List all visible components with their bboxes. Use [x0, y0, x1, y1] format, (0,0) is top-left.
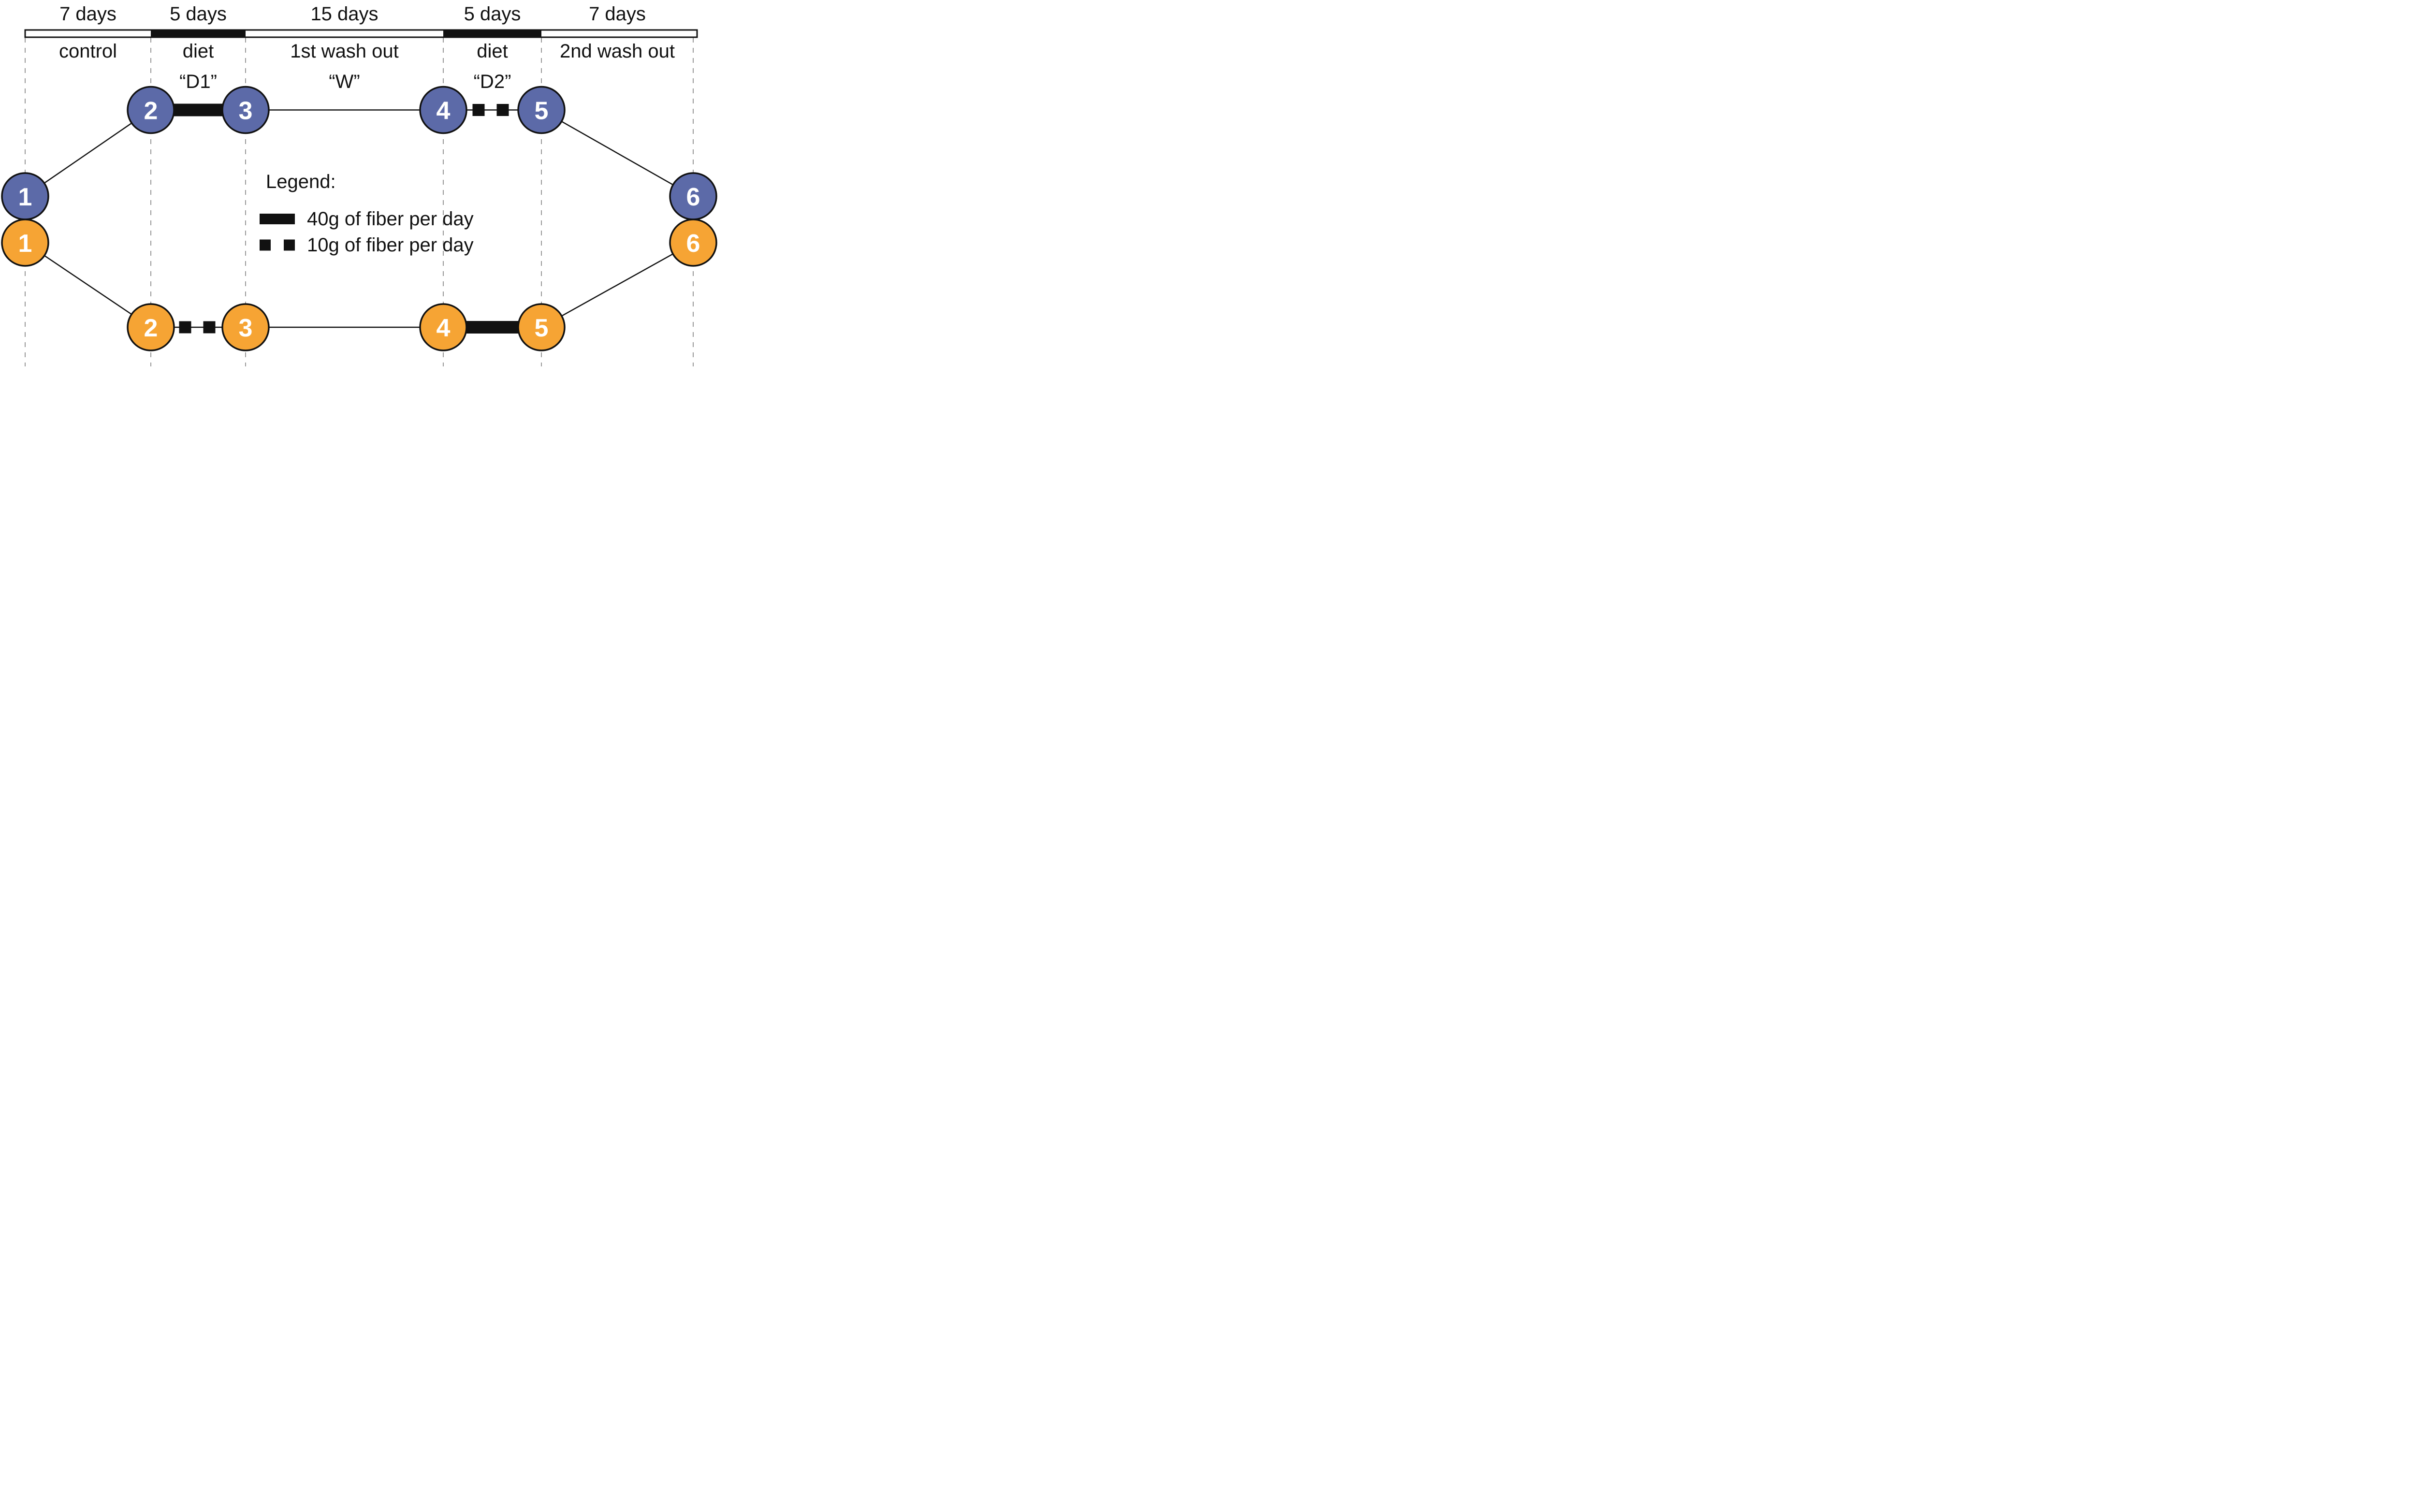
- node-number: 4: [437, 97, 451, 125]
- blue-arm-node-numbers: 1 2 3 4 5 6: [18, 97, 700, 212]
- connector-line: [25, 242, 151, 328]
- legend: Legend: 40g of fiber per day 10g of fibe…: [260, 171, 474, 256]
- dashed-bar-icon: [260, 239, 271, 251]
- node-number: 1: [18, 230, 32, 258]
- fiber-10g-square: [203, 321, 216, 334]
- node-orange-3: [221, 303, 270, 351]
- node-blue-2: [127, 86, 175, 134]
- phase-label: diet: [477, 41, 508, 62]
- connector-line: [541, 109, 694, 197]
- node-number: 6: [686, 230, 700, 258]
- connector-line: [25, 109, 151, 197]
- phase-code-label: “D2”: [474, 71, 511, 92]
- duration-labels: 7 days 5 days 15 days 5 days 7 days: [59, 3, 646, 25]
- orange-arm-nodes: [1, 218, 717, 351]
- fiber-10g-square: [179, 321, 191, 334]
- blue-arm-nodes: [1, 86, 717, 220]
- timeline-bar: [24, 29, 698, 38]
- phase-code-label: “W”: [329, 71, 360, 92]
- duration-label: 15 days: [310, 3, 378, 25]
- phase-code-label: “D1”: [179, 71, 217, 92]
- orange-arm-node-numbers: 1 2 3 4 5 6: [18, 230, 700, 342]
- blue-arm-connectors: [25, 103, 694, 197]
- node-orange-4: [419, 303, 467, 351]
- timeline-diet1-segment: [151, 29, 246, 38]
- phase-label: control: [59, 41, 117, 62]
- timeline-track: [24, 29, 698, 38]
- phase-label: diet: [183, 41, 214, 62]
- node-blue-5: [517, 86, 566, 134]
- node-blue-4: [419, 86, 467, 134]
- fiber-10g-square: [496, 104, 509, 116]
- phase-labels: control diet 1st wash out diet 2nd wash …: [59, 41, 675, 62]
- duration-label: 7 days: [589, 3, 646, 25]
- legend-item-label: 10g of fiber per day: [307, 234, 474, 256]
- node-blue-3: [221, 86, 270, 134]
- duration-label: 5 days: [170, 3, 227, 25]
- phase-label: 2nd wash out: [560, 41, 675, 62]
- dashed-bar-icon: [284, 239, 295, 251]
- phase-code-labels: “D1” “W” “D2”: [179, 71, 511, 92]
- node-number: 2: [144, 314, 158, 342]
- timeline-diet2-segment: [443, 29, 541, 38]
- node-number: 3: [239, 314, 253, 342]
- phase-label: 1st wash out: [290, 41, 399, 62]
- connector-line: [541, 242, 694, 328]
- node-orange-2: [127, 303, 175, 351]
- node-number: 2: [144, 97, 158, 125]
- node-orange-1: [1, 218, 49, 267]
- diagram-canvas: 7 days 5 days 15 days 5 days 7 days cont…: [1, 3, 717, 366]
- node-number: 3: [239, 97, 253, 125]
- node-number: 6: [686, 183, 700, 211]
- node-number: 5: [535, 97, 549, 125]
- orange-arm-connectors: [25, 242, 694, 334]
- duration-label: 5 days: [464, 3, 521, 25]
- legend-item-label: 40g of fiber per day: [307, 208, 474, 230]
- node-orange-6: [669, 218, 717, 267]
- node-number: 5: [535, 314, 549, 342]
- study-design-diagram: 7 days 5 days 15 days 5 days 7 days cont…: [0, 0, 720, 378]
- node-number: 1: [18, 183, 32, 211]
- fiber-10g-square: [472, 104, 485, 116]
- legend-title: Legend:: [266, 171, 336, 192]
- solid-bar-icon: [260, 214, 295, 224]
- node-orange-5: [517, 303, 566, 351]
- node-number: 4: [437, 314, 451, 342]
- duration-label: 7 days: [59, 3, 116, 25]
